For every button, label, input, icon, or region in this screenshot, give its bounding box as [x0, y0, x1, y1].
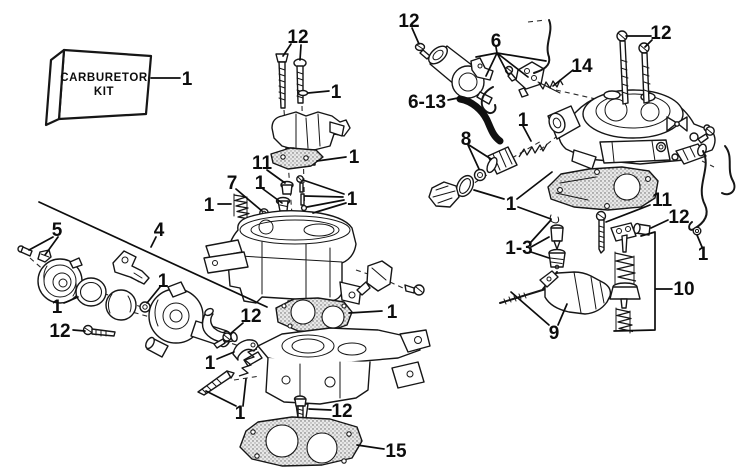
- part-callout-8-25: 8: [461, 129, 472, 150]
- retainer-clip-tr: [666, 116, 688, 132]
- part-callout-1-19: 1: [387, 302, 398, 323]
- inlet-o-ring: [455, 174, 475, 198]
- pump-outlet-tube: [201, 307, 238, 343]
- pump-inlet-elbow: [112, 250, 150, 285]
- part-callout-6-13-23: 6-13: [408, 92, 446, 113]
- part-callout-1-11: 1: [52, 297, 63, 318]
- pump-check-bracket: [232, 339, 259, 361]
- part-callout-1-16: 1: [235, 403, 246, 424]
- solenoid-screw: [414, 42, 431, 60]
- inlet-spring: [518, 143, 548, 158]
- pump-cover-screw: [82, 324, 116, 337]
- throttle-link-rod: [721, 145, 736, 196]
- needle-seat-assembly-tr: [671, 143, 707, 165]
- part-callout-1-0: 1: [182, 69, 193, 90]
- part-callout-12-26: 12: [650, 23, 671, 44]
- part-callout-14-22: 14: [571, 56, 593, 77]
- pump-diaphragm-cup: [105, 289, 137, 321]
- part-callout-12-29: 12: [668, 207, 689, 228]
- part-callout-1-24: 1: [518, 110, 529, 131]
- fuel-hose: [456, 95, 504, 145]
- part-callout-12-1: 12: [287, 27, 308, 48]
- float: [539, 270, 612, 315]
- choke-cover-washer: [297, 89, 309, 97]
- part-callout-1-13: 1: [158, 271, 169, 292]
- part-callout-1-8: 1: [347, 189, 358, 210]
- seat-screw-tr: [697, 126, 715, 144]
- pump-mounting-nut: [139, 301, 151, 313]
- part-callout-10-33: 10: [673, 279, 694, 300]
- leader-lines: [28, 27, 703, 450]
- kit-box-line1: CARBURETOR: [60, 72, 148, 84]
- part-callout-12-20: 12: [398, 11, 419, 32]
- part-callout-5-10: 5: [52, 220, 63, 241]
- needle-and-ball-parts: [296, 175, 314, 215]
- metering-jets: [275, 180, 294, 212]
- kit-box-line2: KIT: [94, 86, 114, 98]
- part-callout-9-32: 9: [549, 323, 560, 344]
- part-callout-1-7: 1: [204, 195, 215, 216]
- part-callout-1-15: 1: [205, 353, 216, 374]
- part-callout-12-12: 12: [49, 321, 70, 342]
- plunger-return-spring: [615, 307, 634, 334]
- pump-o-ring: [75, 277, 107, 307]
- carburetor-body-upper: [203, 209, 362, 316]
- fuel-filter: [486, 146, 518, 175]
- pump-lever-block: [610, 222, 637, 242]
- part-callout-1-3: 1: [349, 147, 360, 168]
- accelerator-pump-spring: [233, 193, 251, 220]
- air-horn-bolts: [616, 30, 651, 105]
- inlet-needle-seat: [548, 248, 566, 270]
- pump-jet-plug: [633, 222, 651, 236]
- carburetor-kit-box: CARBURETOR KIT: [44, 48, 153, 127]
- part-callout-1-6: 1: [255, 173, 266, 194]
- fuel-inlet-plug: [428, 181, 460, 208]
- part-callout-1-31: 1: [698, 244, 709, 265]
- wing-fastener-5: [17, 245, 52, 263]
- float-rod: [499, 287, 550, 305]
- part-callout-7-5: 7: [227, 173, 238, 194]
- part-callout-1-2: 1: [331, 82, 342, 103]
- link-nut: [692, 226, 702, 236]
- body-mid-gasket: [275, 297, 353, 333]
- pump-screw-mid: [213, 332, 232, 349]
- part-callout-12-14: 12: [240, 306, 261, 327]
- choke-pulloff: [356, 260, 425, 296]
- mixture-screw-spring: [238, 348, 258, 377]
- part-callout-15-18: 15: [385, 441, 407, 462]
- air-horn-cover: [547, 89, 716, 170]
- filter-nut: [473, 168, 487, 182]
- idle-mixture-screw: [197, 370, 235, 396]
- part-callout-12-17: 12: [331, 401, 352, 422]
- part-callout-11-4: 11: [252, 153, 273, 174]
- link-hook-wire: [480, 86, 497, 115]
- inlet-needle: [550, 224, 564, 250]
- pump-discharge-screw: [595, 210, 607, 254]
- choke-link-wire: [533, 19, 552, 74]
- pump-plunger: [609, 234, 641, 309]
- seat-nut-tr: [655, 141, 667, 153]
- part-callout-6-21: 6: [491, 31, 502, 52]
- choke-cover-screws: [275, 53, 307, 109]
- part-callout-4-9: 4: [154, 220, 165, 241]
- part-callout-1-27: 1: [506, 194, 517, 215]
- carburetor-base-gasket: [239, 416, 363, 467]
- choke-rod: [688, 150, 708, 231]
- part-callout-11-28: 11: [652, 190, 673, 211]
- part-callout-1-3-30: 1-3: [505, 238, 532, 259]
- air-horn-gasket: [547, 166, 659, 211]
